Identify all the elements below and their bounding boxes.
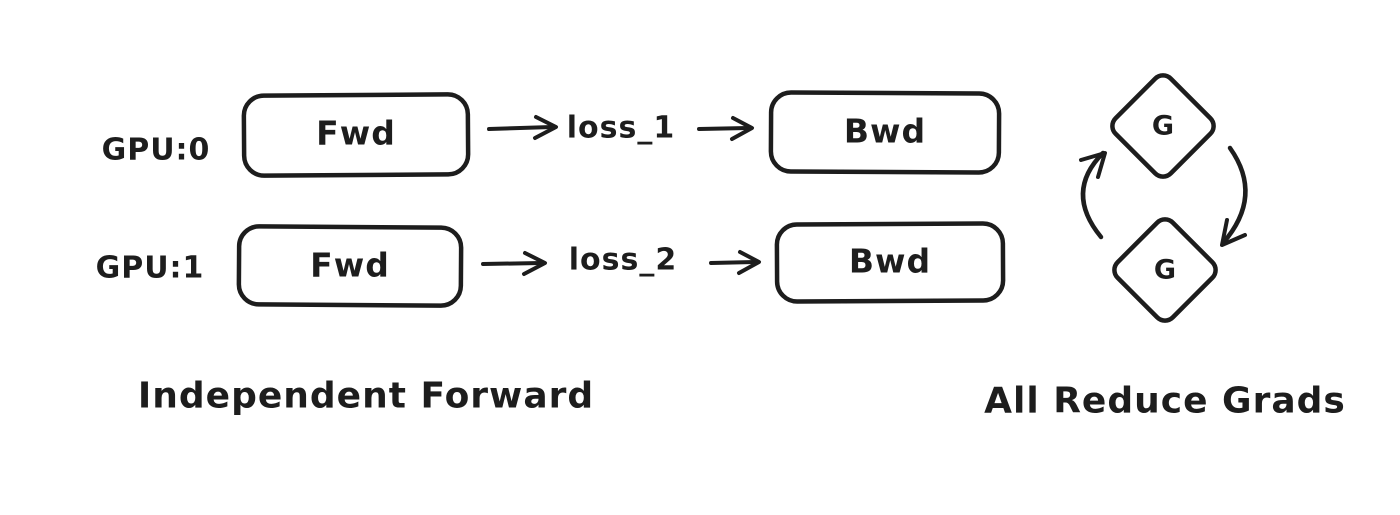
grad-node-top-diamond xyxy=(1110,73,1216,179)
fwd-to-loss-arrowhead xyxy=(533,115,558,140)
caption-independent-forward: Independent Forward xyxy=(138,376,594,417)
grad-node-bottom-diamond xyxy=(1112,217,1218,323)
bwd-node-label: Bwd xyxy=(849,242,931,281)
all-reduce-cluster: G G xyxy=(1079,73,1248,323)
all-reduce-right-curve-arrow xyxy=(1220,145,1248,246)
loss2-label: loss_2 xyxy=(569,243,677,278)
all-reduce-left-curve-arrow xyxy=(1080,150,1106,240)
loss1-label: loss_1 xyxy=(567,111,675,146)
gpu1-label: GPU:1 xyxy=(96,251,205,286)
gpu0-label: GPU:0 xyxy=(102,133,211,168)
fwd-node-label: Fwd xyxy=(316,114,396,153)
loss-to-bwd-arrowhead xyxy=(730,116,754,141)
grad-node-top-label: G xyxy=(1152,111,1174,142)
gpu-row-1: GPU:1 Fwd loss_2 Bwd xyxy=(96,221,1006,308)
loss-to-bwd-arrowhead xyxy=(737,250,761,275)
fwd-node-box xyxy=(236,224,464,308)
loss-to-bwd-arrow xyxy=(709,260,757,265)
fwd-node-box xyxy=(241,92,471,178)
fwd-node-label: Fwd xyxy=(310,246,390,285)
grad-node-bottom-label: G xyxy=(1154,255,1176,286)
fwd-to-loss-arrowhead xyxy=(522,251,547,276)
fwd-to-loss-arrow xyxy=(487,125,554,131)
all-reduce-right-arrowhead xyxy=(1220,218,1247,247)
all-reduce-left-arrowhead xyxy=(1079,151,1107,179)
fwd-to-loss-arrow xyxy=(481,261,543,266)
caption-all-reduce-grads: All Reduce Grads xyxy=(984,381,1346,422)
bwd-node-label: Bwd xyxy=(844,112,926,151)
bwd-node-box xyxy=(768,90,1002,175)
bwd-node-box xyxy=(774,221,1006,304)
loss-to-bwd-arrow xyxy=(697,126,750,131)
gpu-row-0: GPU:0 Fwd loss_1 Bwd xyxy=(102,90,1002,178)
